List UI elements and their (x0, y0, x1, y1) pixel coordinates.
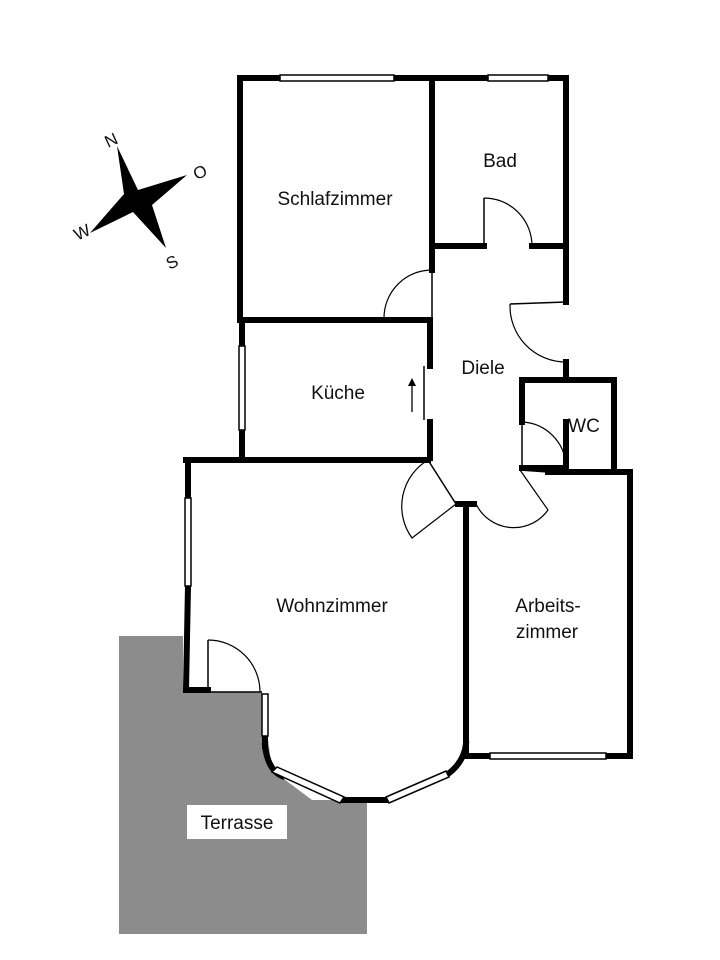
compass-south: S (163, 251, 181, 273)
window-arbeitszimmer (489, 752, 607, 760)
arrow-head-icon (408, 378, 416, 386)
room-label-kueche: Küche (311, 383, 365, 404)
room-labels: Schlafzimmer Bad Diele Küche WC Wohnzimm… (276, 151, 600, 643)
compass-star-icon (90, 146, 187, 248)
doors (207, 197, 567, 693)
room-label-schlafzimmer: Schlafzimmer (277, 189, 393, 210)
room-label-diele: Diele (461, 358, 504, 379)
room-label-wohnzimmer: Wohnzimmer (276, 596, 388, 617)
room-label-bad: Bad (483, 151, 517, 172)
compass-rose: N O S W (71, 129, 210, 273)
door-arbeitszimmer (519, 469, 549, 473)
terrace-label-box (187, 805, 287, 839)
compass-east: O (190, 161, 210, 184)
windows (184, 74, 607, 804)
room-label-wc: WC (568, 416, 600, 437)
window-bad (487, 74, 549, 82)
window-wohnzimmer-bay-left (261, 693, 269, 737)
door-diele-right (509, 301, 567, 305)
room-label-arbeitszimmer-1: Arbeits- (515, 596, 580, 617)
window-wohnzimmer-left (184, 497, 192, 587)
door-wohnzimmer (427, 459, 457, 505)
room-label-arbeitszimmer-2: zimmer (516, 622, 579, 643)
compass-west: W (71, 220, 94, 244)
window-kueche (238, 345, 246, 431)
window-schlafzimmer (279, 74, 395, 82)
window-wohnzimmer-bay-right (384, 770, 451, 804)
room-label-terrasse: Terrasse (201, 813, 274, 834)
terrace-area (119, 636, 367, 934)
window-wohnzimmer-bay-center (270, 766, 346, 804)
